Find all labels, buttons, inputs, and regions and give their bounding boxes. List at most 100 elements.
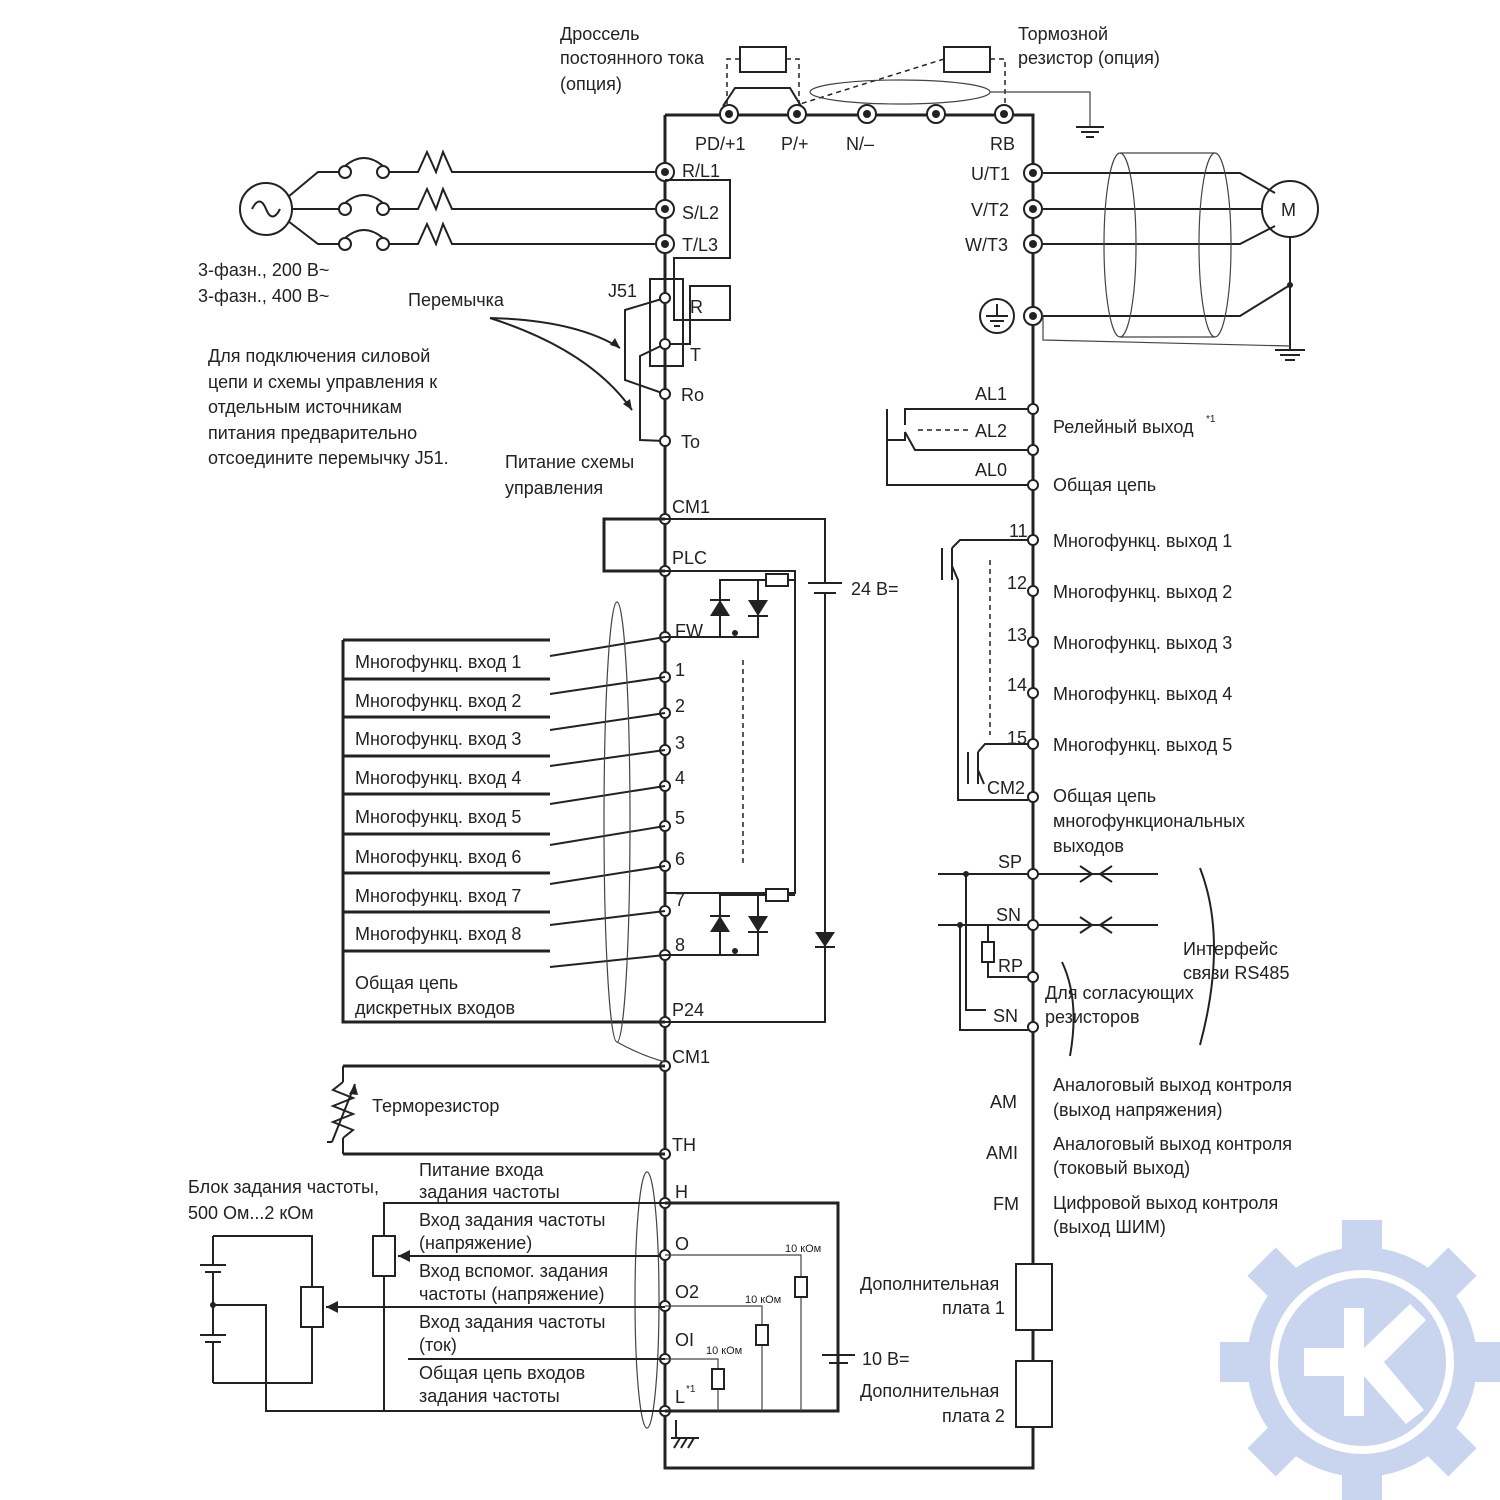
- terminal-n: N/–: [846, 134, 874, 154]
- freq-o2-label-2: частоты (напряжение): [419, 1284, 605, 1304]
- terminal-sn-2: SN: [993, 1006, 1018, 1026]
- jumper-note-4: питания предварительно: [208, 423, 417, 443]
- jumper-label: Перемычка: [408, 290, 505, 310]
- fm-label-2: (выход ШИМ): [1053, 1217, 1166, 1237]
- mf-input-5-label: Многофункц. вход 5: [355, 807, 521, 827]
- freq-oi-label-1: Вход задания частоты: [419, 1312, 605, 1332]
- terminal-p: P/+: [781, 134, 809, 154]
- term-res-label-1: Для согласующих: [1045, 983, 1194, 1003]
- jumper-id: J51: [608, 281, 637, 301]
- terminal-rp: RP: [998, 956, 1023, 976]
- terminal-l-footnote: *1: [686, 1384, 696, 1395]
- freq-block-label-2: 500 Ом...2 кОм: [188, 1203, 314, 1223]
- terminal-cm1-2: CM1: [672, 1047, 710, 1067]
- mf-output-2-label: Многофункц. выход 2: [1053, 582, 1232, 602]
- relay-output: AL1 AL2 AL0 Релейный выход *1 Общая цепь: [886, 384, 1216, 495]
- freq-o2-label-1: Вход вспомог. задания: [419, 1261, 608, 1281]
- mf-input-7-label: Многофункц. вход 7: [355, 886, 521, 906]
- terminal-h: H: [675, 1182, 688, 1202]
- option-boards: Дополнительная плата 1 Дополнительная пл…: [860, 1263, 1053, 1428]
- rs485-label-1: Интерфейс: [1183, 939, 1278, 959]
- rs485-label-2: связи RS485: [1183, 963, 1289, 983]
- relay-label: Релейный выход: [1053, 417, 1194, 437]
- dc-bus-terminals: PD/+1 P/+ N/– RB: [695, 104, 1015, 154]
- terminal-7: 7: [675, 890, 685, 910]
- digital-inputs: CM1 PLC FW 1 2 3 4 5 6 7 8 P24 CM1 TH 24…: [341, 497, 899, 1160]
- inverter-body: [663, 113, 1035, 1470]
- mf-input-3-label: Многофункц. вход 3: [355, 729, 521, 749]
- terminal-5: 5: [675, 808, 685, 828]
- terminal-14: 14: [1007, 675, 1027, 695]
- mf-common-label-3: выходов: [1053, 836, 1124, 856]
- terminal-pd: PD/+1: [695, 134, 746, 154]
- terminal-12: 12: [1007, 573, 1027, 593]
- mf-input-1-label: Многофункц. вход 1: [355, 652, 521, 672]
- di-common-label-1: Общая цепь: [355, 973, 458, 993]
- terminal-ro: Ro: [681, 385, 704, 405]
- terminal-u-t1: U/T1: [971, 164, 1010, 184]
- dc-choke: Дроссель постоянного тока (опция): [560, 24, 802, 107]
- choke-label-1: Дроссель: [560, 24, 640, 44]
- brake-label-1: Тормозной: [1018, 24, 1108, 44]
- res-10k-1: 10 кОм: [785, 1243, 821, 1255]
- terminal-o: O: [675, 1234, 689, 1254]
- terminal-11: 11: [1009, 521, 1028, 541]
- fm-label-1: Цифровой выход контроля: [1053, 1193, 1278, 1213]
- jumper-note-5: отсоедините перемычку J51.: [208, 448, 449, 468]
- freq-o-label-2: (напряжение): [419, 1233, 532, 1253]
- power-input: R/L1 S/L2 T/L3 3-фазн., 200 В~ 3-фазн., …: [198, 149, 720, 306]
- supply-label-2: 3-фазн., 400 В~: [198, 286, 329, 306]
- terminal-to: To: [681, 432, 700, 452]
- terminal-th: TH: [672, 1135, 696, 1155]
- mf-common-label-1: Общая цепь: [1053, 786, 1156, 806]
- relay-footnote: *1: [1206, 414, 1216, 425]
- terminal-fm: FM: [993, 1194, 1019, 1214]
- res-10k-3: 10 кОм: [706, 1345, 742, 1357]
- mf-input-2-label: Многофункц. вход 2: [355, 691, 521, 711]
- terminal-p24: P24: [672, 1000, 704, 1020]
- jumper-note-2: цепи и схемы управления к: [208, 372, 437, 392]
- terminal-v-t2: V/T2: [971, 200, 1009, 220]
- option-board-2-label-1: Дополнительная: [860, 1381, 999, 1401]
- am-label-2: (выход напряжения): [1053, 1100, 1222, 1120]
- jumper-j51: J51 R T Ro To Перемычка Для подключения …: [208, 179, 731, 498]
- terminal-oi: OI: [675, 1330, 694, 1350]
- freq-l-label-2: задания частоты: [419, 1386, 560, 1406]
- mf-output-4-label: Многофункц. выход 4: [1053, 684, 1232, 704]
- terminal-t-l3: T/L3: [682, 235, 718, 255]
- freq-setting: H O O2 OI L *1 10 В= 10 кОм 10 кОм 10 кО…: [188, 1160, 910, 1449]
- freq-l-label-1: Общая цепь входов: [419, 1363, 585, 1383]
- terminal-rb: RB: [990, 134, 1015, 154]
- mf-input-8-label: Многофункц. вход 8: [355, 924, 521, 944]
- ctrl-power-label-2: управления: [505, 478, 603, 498]
- choke-label-2: постоянного тока: [560, 48, 705, 68]
- terminal-plc: PLC: [672, 548, 707, 568]
- term-res-label-2: резисторов: [1045, 1007, 1140, 1027]
- freq-h-label-2: задания частоты: [419, 1182, 560, 1202]
- mf-outputs: 11 12 13 14 15 CM2 Многофункц. выход 1 М…: [941, 521, 1245, 856]
- jumper-note-1: Для подключения силовой: [208, 346, 430, 366]
- terminal-am: AM: [990, 1092, 1017, 1112]
- terminal-w-t3: W/T3: [965, 235, 1008, 255]
- terminal-sp: SP: [998, 852, 1022, 872]
- mf-output-1-label: Многофункц. выход 1: [1053, 531, 1232, 551]
- terminal-1: 1: [675, 660, 685, 680]
- terminal-r: R: [690, 297, 703, 317]
- mf-output-5-label: Многофункц. выход 5: [1053, 735, 1232, 755]
- supply-10-label: 10 В=: [862, 1349, 910, 1369]
- mf-input-6-label: Многофункц. вход 6: [355, 847, 521, 867]
- thermistor: Терморезистор: [327, 1041, 666, 1156]
- brake-label-2: резистор (опция): [1018, 48, 1160, 68]
- terminal-6: 6: [675, 849, 685, 869]
- terminal-sn: SN: [996, 905, 1021, 925]
- mf-common-label-2: многофункциональных: [1053, 811, 1245, 831]
- motor-output: U/T1 V/T2 W/T3 M: [965, 152, 1319, 361]
- terminal-s-l2: S/L2: [682, 203, 719, 223]
- terminal-4: 4: [675, 768, 685, 788]
- terminal-8: 8: [675, 935, 685, 955]
- terminal-2: 2: [675, 696, 685, 716]
- option-board-1-label-2: плата 1: [942, 1298, 1005, 1318]
- mf-output-3-label: Многофункц. выход 3: [1053, 633, 1232, 653]
- di-common-label-2: дискретных входов: [355, 998, 515, 1018]
